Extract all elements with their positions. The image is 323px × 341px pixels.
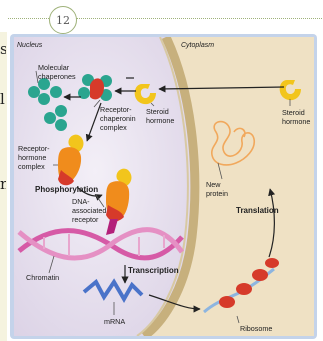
receptor-hormone-label-line3: complex — [18, 162, 45, 171]
dna-associated-label-line2: associated — [72, 206, 106, 215]
steroid-hormone-inner-line1: Steroid — [146, 107, 169, 116]
molecular-chaperones-label: Molecular chaperones — [38, 63, 76, 81]
dna-associated-label-line3: receptor — [72, 215, 99, 224]
phosphorylation-label: Phosphorylation — [35, 185, 98, 194]
header-rule-right — [76, 18, 322, 19]
page-number: 12 — [56, 14, 70, 27]
header-rule-left — [8, 18, 49, 19]
clipped-text-1: s — [0, 42, 6, 57]
translation-label: Translation — [236, 206, 279, 215]
nucleus-label: Nucleus — [17, 42, 43, 49]
receptor-chaperonin-label-line2: chaperonin — [100, 114, 136, 123]
receptor-hormone-label-line2: hormone — [18, 153, 46, 162]
dna-associated-label-line1: DNA- — [72, 197, 90, 206]
steroid-hormone-outer-line1: Steroid — [282, 108, 305, 117]
ribosome-label: Ribosome — [240, 324, 272, 333]
steroid-hormone-action-diagram: Nucleus Cytoplasm — [14, 37, 314, 336]
mrna-label: mRNA — [104, 317, 125, 326]
receptor-chaperonin-label-line3: complex — [100, 123, 127, 132]
page-number-badge: 12 — [49, 6, 77, 34]
chromatin-label: Chromatin — [26, 273, 59, 282]
new-protein-label-line1: New — [206, 180, 221, 189]
receptor-hormone-label-line1: Receptor- — [18, 144, 50, 153]
molecular-chaperones-label-line1: Molecular — [38, 63, 70, 72]
steroid-hormone-outer-label: Steroid hormone — [282, 108, 310, 126]
molecular-chaperones-label-line2: chaperones — [38, 72, 76, 81]
steroid-hormone-inner-line2: hormone — [146, 116, 174, 125]
clipped-text-2: l — [0, 92, 6, 107]
transcription-label: Transcription — [128, 266, 179, 275]
clipped-text-3: n — [0, 177, 6, 192]
steroid-hormone-inner-label: Steroid hormone — [146, 107, 174, 125]
steroid-hormone-outer-line2: hormone — [282, 117, 310, 126]
new-protein-label-line2: protein — [206, 189, 228, 198]
cytoplasm-label: Cytoplasm — [181, 42, 214, 49]
receptor-chaperonin-label-line1: Receptor- — [100, 105, 132, 114]
